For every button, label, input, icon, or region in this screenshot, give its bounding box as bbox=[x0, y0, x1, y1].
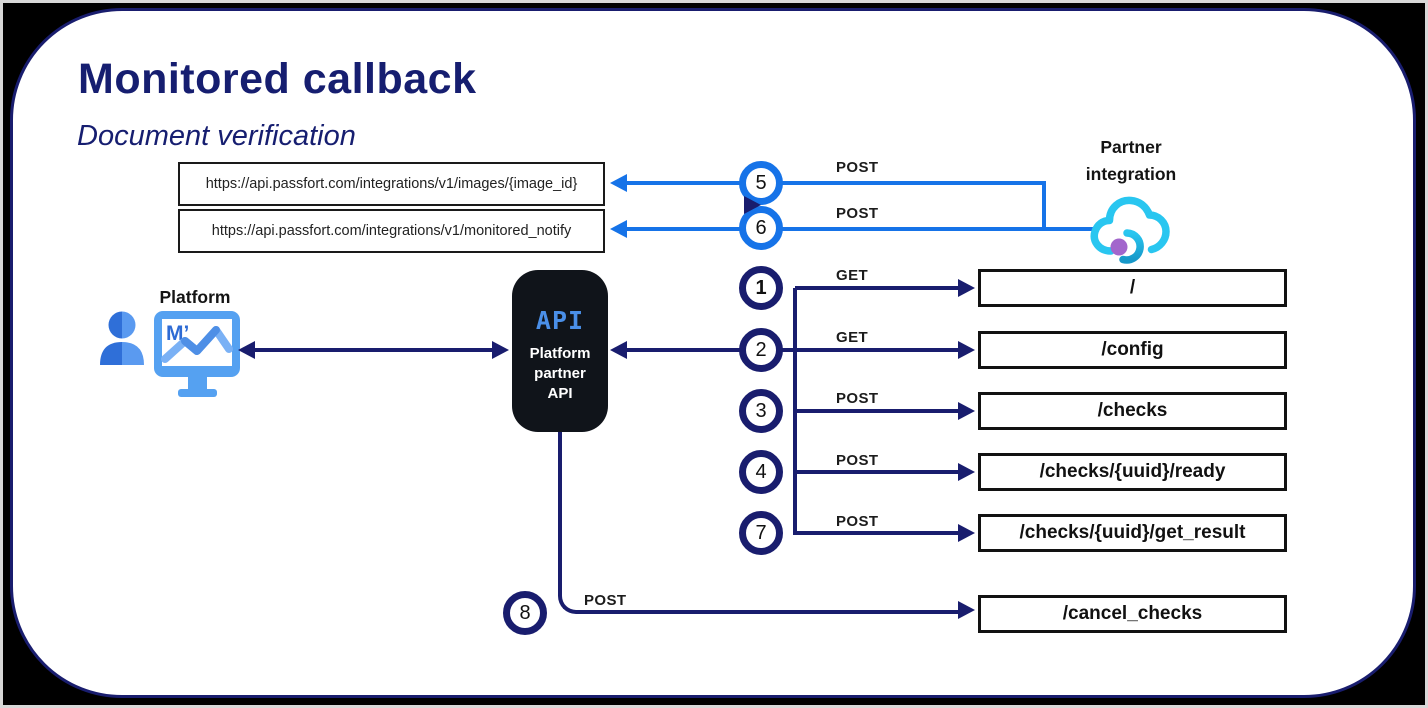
page-subtitle: Document verification bbox=[77, 120, 356, 152]
partner-cloud-icon bbox=[1088, 192, 1174, 275]
endpoint-box-checks-get-result: /checks/{uuid}/get_result bbox=[978, 514, 1287, 552]
arrowhead-left-icon bbox=[610, 220, 627, 238]
step-circle-2: 2 bbox=[739, 328, 783, 372]
api-label-line3: API bbox=[547, 385, 573, 402]
arrowhead-right-icon bbox=[492, 341, 509, 359]
callback-line-5 bbox=[627, 181, 1046, 185]
request-line-4 bbox=[795, 470, 960, 474]
arrowhead-left-icon bbox=[238, 341, 255, 359]
callback-url-box-monitored-notify: https://api.passfort.com/integrations/v1… bbox=[178, 209, 605, 253]
method-label-3: POST bbox=[836, 390, 879, 407]
platform-partner-api-box: API Platform partner API bbox=[512, 270, 608, 432]
method-label-7: POST bbox=[836, 513, 879, 530]
arrowhead-left-icon bbox=[610, 174, 627, 192]
arrowhead-left-icon bbox=[610, 341, 627, 359]
partner-label-line2: integration bbox=[1085, 164, 1177, 184]
method-label-6: POST bbox=[836, 205, 879, 222]
request-line-7 bbox=[795, 531, 960, 535]
partner-label-line1: Partner bbox=[1100, 137, 1162, 157]
step-circle-1: 1 bbox=[739, 266, 783, 310]
callback-line-6 bbox=[627, 227, 1095, 231]
arrowhead-right-icon bbox=[958, 463, 975, 481]
partner-integration-label: Partner integration bbox=[1056, 134, 1206, 188]
api-label-line1: Platform bbox=[529, 345, 591, 362]
endpoint-box-config: /config bbox=[978, 331, 1287, 369]
step-circle-6: 6 bbox=[739, 206, 783, 250]
endpoint-box-cancel-checks: /cancel_checks bbox=[978, 595, 1287, 633]
platform-icon: M’ bbox=[92, 303, 244, 406]
request-line-1 bbox=[795, 286, 960, 290]
step-circle-3: 3 bbox=[739, 389, 783, 433]
endpoint-box-checks: /checks bbox=[978, 392, 1287, 430]
arrowhead-right-icon bbox=[958, 402, 975, 420]
step-circle-4: 4 bbox=[739, 450, 783, 494]
platform-api-line bbox=[252, 348, 497, 352]
method-label-2: GET bbox=[836, 329, 869, 346]
platform-label: Platform bbox=[159, 287, 231, 307]
arrowhead-right-icon bbox=[958, 341, 975, 359]
person-icon bbox=[108, 311, 136, 339]
endpoint-box-root: / bbox=[978, 269, 1287, 307]
method-label-4: POST bbox=[836, 452, 879, 469]
step-circle-5: 5 bbox=[739, 161, 783, 205]
callback-line-junction bbox=[1042, 181, 1046, 231]
sequence-arrow-icon bbox=[744, 196, 761, 214]
arrowhead-right-icon bbox=[958, 601, 975, 619]
endpoint-box-checks-ready: /checks/{uuid}/ready bbox=[978, 453, 1287, 491]
arrowhead-right-icon bbox=[958, 279, 975, 297]
method-label-5: POST bbox=[836, 159, 879, 176]
api-box-label: Platform partner API bbox=[512, 344, 608, 404]
request-line-3 bbox=[795, 409, 960, 413]
method-label-1: GET bbox=[836, 267, 869, 284]
step-circle-8: 8 bbox=[503, 591, 547, 635]
callback-url-box-images: https://api.passfort.com/integrations/v1… bbox=[178, 162, 605, 206]
arrowhead-right-icon bbox=[958, 524, 975, 542]
api-logo: API bbox=[535, 306, 585, 335]
page-title: Monitored callback bbox=[78, 55, 477, 103]
method-label-8: POST bbox=[584, 592, 627, 609]
api-label-line2: partner bbox=[534, 365, 586, 382]
step-circle-7: 7 bbox=[739, 511, 783, 555]
request-line-8 bbox=[558, 432, 960, 614]
